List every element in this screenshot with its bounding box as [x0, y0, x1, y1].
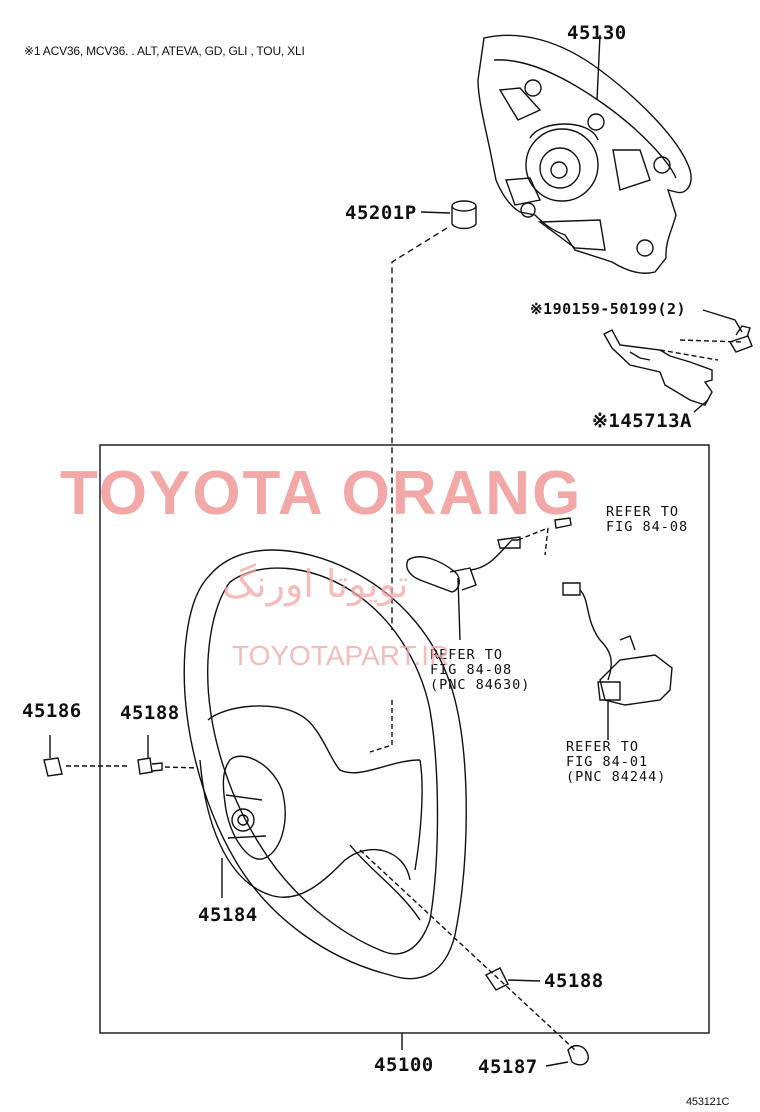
watermark-main: TOYOTA ORANG — [60, 459, 583, 528]
refer-fig-84-08-a: REFER TO FIG 84-08 — [606, 504, 689, 535]
part-45130: 45130 — [567, 22, 627, 44]
watermark-site: TOYOTAPART.IR — [232, 640, 450, 671]
leader-dashed — [391, 227, 448, 630]
part-90159: ※190159-50199(2) — [530, 300, 687, 318]
part-45187: 45187 — [478, 1056, 538, 1078]
airbag-pad-45130 — [477, 34, 692, 274]
bolt-90159 — [728, 325, 753, 353]
bracket-45713A — [603, 309, 743, 406]
figure-code: 453121C — [686, 1096, 730, 1108]
switch-connector-84630 — [406, 517, 572, 641]
watermark-persian: تویوتا اورنگ — [222, 562, 409, 606]
part-45713A: ※145713A — [592, 410, 692, 432]
part-45188-left: 45188 — [120, 702, 180, 724]
part-45188-bottom: 45188 — [544, 970, 604, 992]
part-45186: 45186 — [22, 700, 82, 722]
refer-fig-84-08-b: REFER TO FIG 84-08 (PNC 84630) — [430, 647, 531, 693]
screw-45188-bottom — [359, 849, 576, 1051]
model-note: ※1 ACV36, MCV36. . ALT, ATEVA, GD, GLI ,… — [24, 44, 305, 58]
part-45184: 45184 — [198, 904, 258, 926]
refer-fig-84-01: REFER TO FIG 84-01 (PNC 84244) — [566, 739, 667, 785]
switch-harness-84244 — [562, 582, 673, 740]
screw-45188-left — [137, 735, 199, 775]
cap-45186 — [43, 735, 130, 777]
cap-45187 — [545, 1045, 589, 1067]
part-45100: 45100 — [374, 1054, 434, 1076]
assembly-frame — [99, 444, 710, 1034]
part-45201P: 45201P — [345, 202, 417, 224]
nut-45201P — [420, 200, 477, 230]
steering-wheel-45100 — [183, 549, 467, 980]
